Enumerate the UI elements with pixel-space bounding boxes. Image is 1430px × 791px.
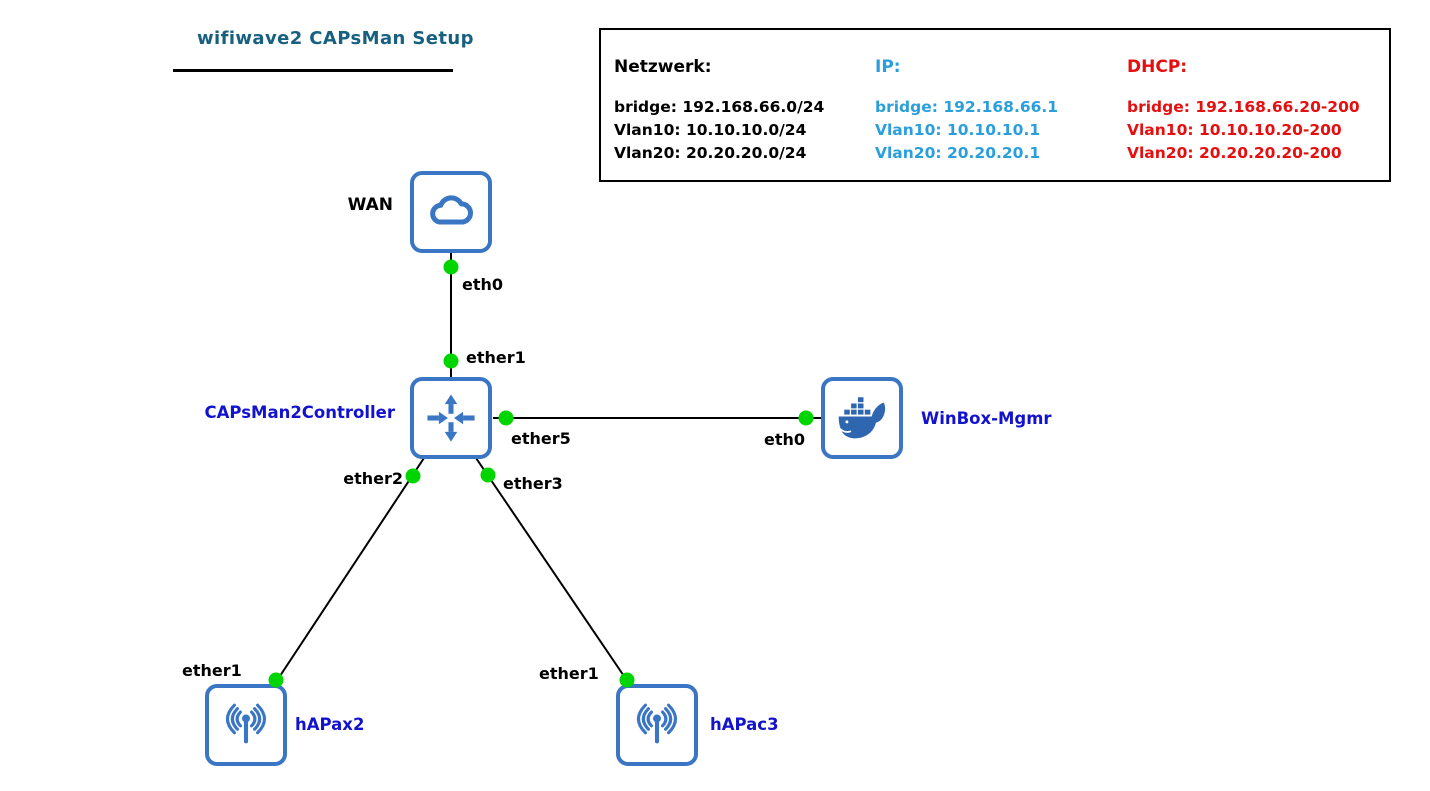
port-label-capsman-ether2[interactable]: ether2 — [343, 469, 403, 488]
info-column-netzwerk: Netzwerk: bridge: 192.168.66.0/24 Vlan10… — [614, 57, 824, 165]
info-column-ip: IP: bridge: 192.168.66.1 Vlan10: 10.10.1… — [875, 57, 1058, 165]
info-row: Vlan10: 10.10.10.1 — [875, 121, 1041, 139]
info-header-netzwerk: Netzwerk: — [614, 57, 712, 77]
node-hapax2[interactable] — [205, 684, 287, 766]
info-header-dhcp: DHCP: — [1127, 57, 1188, 77]
port-label-hapac3-ether1[interactable]: ether1 — [539, 664, 599, 683]
info-row: Vlan20: 20.20.20.1 — [875, 144, 1041, 162]
port-label-capsman-ether5[interactable]: ether5 — [511, 429, 571, 448]
node-label-hapax2[interactable]: hAPax2 — [295, 715, 365, 734]
info-row: Vlan20: 20.20.20.20-200 — [1127, 144, 1342, 162]
cloud-icon — [430, 195, 473, 225]
info-row: bridge: 192.168.66.20-200 — [1127, 98, 1360, 116]
info-row: bridge: 192.168.66.1 — [875, 98, 1059, 116]
wireless-ap-icon — [225, 703, 267, 744]
info-row: Vlan10: 10.10.10.20-200 — [1127, 121, 1342, 139]
diagram-title: wifiwave2 CAPsMan Setup — [197, 28, 474, 49]
node-winbox-mgmr[interactable] — [821, 377, 903, 459]
info-row: Vlan20: 20.20.20.0/24 — [614, 144, 807, 162]
node-hapac3[interactable] — [616, 684, 698, 766]
node-label-winbox-mgmr[interactable]: WinBox-Mgmr — [921, 409, 1052, 428]
info-header-ip: IP: — [875, 57, 901, 77]
docker-icon — [838, 396, 886, 439]
info-row: bridge: 192.168.66.0/24 — [614, 98, 825, 116]
node-wan[interactable] — [410, 171, 492, 253]
port-label-wan-eth0[interactable]: eth0 — [462, 275, 504, 294]
title-underline — [173, 69, 453, 72]
link-capsman-hapax2[interactable] — [275, 457, 425, 683]
port-label-hapax2-ether1[interactable]: ether1 — [182, 661, 242, 680]
node-label-wan[interactable]: WAN — [347, 195, 393, 215]
port-label-winbox-eth0[interactable]: eth0 — [763, 430, 805, 449]
link-capsman-hapac3[interactable] — [475, 457, 629, 683]
info-column-dhcp: DHCP: bridge: 192.168.66.20-200 Vlan10: … — [1127, 57, 1360, 165]
switch-icon — [427, 394, 475, 442]
info-row: Vlan10: 10.10.10.0/24 — [614, 121, 807, 139]
node-label-capsman2controller[interactable]: CAPsMan2Controller — [204, 403, 395, 422]
node-label-hapac3[interactable]: hAPac3 — [710, 715, 779, 734]
port-label-capsman-ether3[interactable]: ether3 — [503, 474, 563, 493]
wireless-ap-icon — [636, 703, 678, 744]
port-label-capsman-ether1[interactable]: ether1 — [466, 348, 526, 367]
node-capsman2controller[interactable] — [410, 377, 492, 459]
network-info-box: Netzwerk: bridge: 192.168.66.0/24 Vlan10… — [599, 28, 1391, 182]
